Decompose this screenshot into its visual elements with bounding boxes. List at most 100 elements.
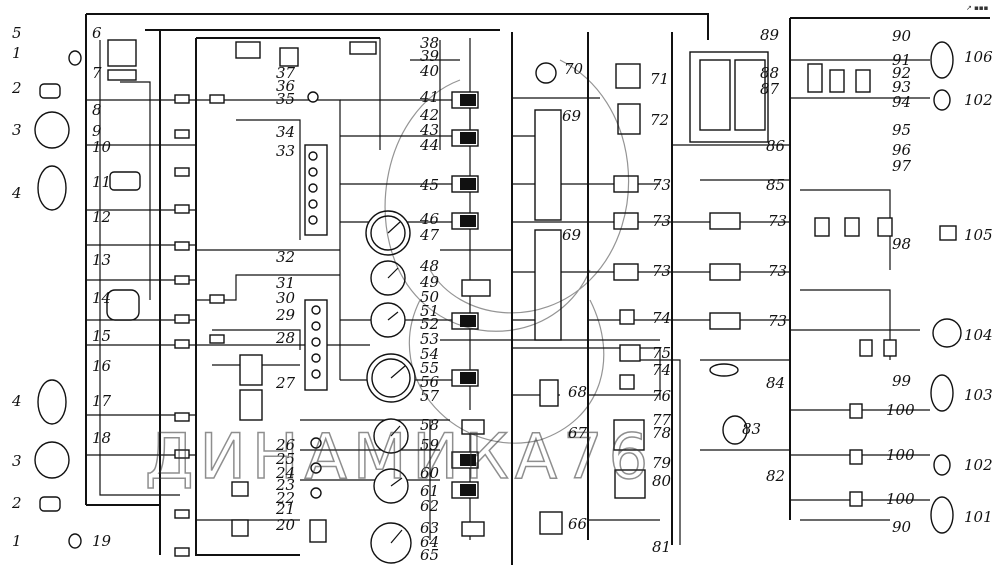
- callout-label-70: 70: [564, 60, 584, 78]
- watermark-swirl: [384, 59, 630, 444]
- callout-label-14: 14: [92, 289, 111, 307]
- callout-label-91: 91: [892, 51, 911, 69]
- callout-label-76: 76: [652, 387, 672, 405]
- callout-label-8: 8: [92, 101, 102, 119]
- callout-label-79: 79: [652, 454, 672, 472]
- callout-label-71: 71: [650, 70, 669, 88]
- callout-label-19: 19: [92, 532, 112, 550]
- callout-label-100-3: 100: [886, 490, 915, 508]
- callout-label-49: 49: [419, 273, 440, 291]
- callout-label-98: 98: [892, 235, 911, 253]
- callout-label-53: 53: [420, 330, 439, 348]
- callout-label-9: 9: [92, 122, 102, 140]
- callout-label-4: 4: [11, 184, 22, 202]
- connector-dots: [307, 91, 322, 499]
- callout-label-62: 62: [420, 497, 439, 515]
- callout-label-21: 21: [275, 500, 295, 518]
- callout-label-61: 61: [420, 482, 439, 500]
- callout-label-55: 55: [420, 359, 439, 377]
- callout-label-57: 57: [420, 387, 440, 405]
- callout-label-52: 52: [420, 315, 439, 333]
- callout-label-84: 84: [766, 374, 785, 392]
- callout-label-69: 69: [562, 107, 582, 125]
- callout-label-72: 72: [650, 111, 669, 129]
- gauges: [365, 210, 416, 564]
- callout-label-100-2: 100: [886, 446, 915, 464]
- callout-label-74: 74: [652, 309, 671, 327]
- callout-label-73-4: 73: [768, 212, 787, 230]
- connector-blocks: [174, 51, 769, 557]
- callout-label-13: 13: [92, 251, 111, 269]
- callout-label-38: 38: [420, 34, 439, 52]
- callout-label-64: 64: [420, 533, 439, 551]
- callout-label-20: 20: [275, 516, 296, 534]
- callout-label-86: 86: [766, 137, 786, 155]
- callout-label-48: 48: [419, 257, 439, 275]
- callout-label-43: 43: [419, 121, 439, 139]
- callout-label-24: 24: [275, 464, 295, 482]
- callout-label-4-2: 4: [11, 392, 22, 410]
- callout-label-11: 11: [92, 173, 111, 191]
- callout-label-50: 50: [420, 288, 440, 306]
- callout-label-10: 10: [92, 138, 112, 156]
- callout-label-40: 40: [419, 62, 440, 80]
- callout-label-93: 93: [892, 78, 911, 96]
- callout-label-23: 23: [275, 476, 295, 494]
- callout-label-73-5: 73: [768, 262, 787, 280]
- callout-label-85: 85: [766, 176, 785, 194]
- callout-label-78: 78: [652, 424, 671, 442]
- callout-label-60: 60: [420, 464, 440, 482]
- callout-label-12: 12: [92, 208, 111, 226]
- callout-label-89: 89: [760, 26, 780, 44]
- callout-label-32: 32: [276, 248, 295, 266]
- callout-label-37: 37: [276, 64, 296, 82]
- callout-label-5: 5: [12, 24, 22, 42]
- callout-label-102-2: 102: [964, 456, 993, 474]
- callout-label-80: 80: [652, 472, 672, 490]
- callout-label-59: 59: [420, 436, 440, 454]
- callout-label-28: 28: [275, 329, 295, 347]
- lamps: [34, 39, 962, 549]
- callout-label-96: 96: [892, 141, 912, 159]
- callout-label-73-6: 73: [768, 312, 787, 330]
- callout-label-58: 58: [420, 416, 439, 434]
- callout-label-25: 25: [275, 450, 295, 468]
- callout-label-26: 26: [275, 436, 296, 454]
- callout-label-30: 30: [276, 289, 296, 307]
- callout-label-106: 106: [964, 48, 993, 66]
- callout-label-41: 41: [419, 88, 439, 106]
- callout-label-103: 103: [964, 386, 993, 404]
- callout-label-73-3: 73: [652, 262, 671, 280]
- callout-label-7: 7: [92, 64, 102, 82]
- callout-label-69-2: 69: [562, 226, 582, 244]
- callout-label-31: 31: [276, 274, 295, 292]
- callout-label-99: 99: [892, 372, 912, 390]
- callout-label-87: 87: [760, 80, 780, 98]
- callout-label-6: 6: [92, 24, 102, 42]
- callout-label-56: 56: [420, 373, 440, 391]
- callout-label-1-2: 1: [12, 532, 22, 550]
- callout-label-75: 75: [652, 344, 671, 362]
- callout-label-65: 65: [420, 546, 439, 564]
- callout-label-66: 66: [568, 515, 588, 533]
- callout-label-47: 47: [419, 226, 440, 244]
- callout-label-36: 36: [276, 77, 296, 95]
- callout-label-63: 63: [420, 519, 439, 537]
- callout-label-94: 94: [892, 93, 911, 111]
- callout-label-68: 68: [568, 383, 587, 401]
- callout-label-92: 92: [892, 64, 911, 82]
- callout-label-17: 17: [92, 392, 112, 410]
- callout-label-44: 44: [419, 136, 439, 154]
- callout-label-82: 82: [766, 467, 785, 485]
- callout-label-73: 73: [652, 176, 671, 194]
- callout-label-88: 88: [760, 64, 779, 82]
- callout-label-45: 45: [419, 176, 439, 194]
- callout-label-95: 95: [892, 121, 911, 139]
- callout-label-22: 22: [275, 489, 295, 507]
- callout-label-97: 97: [892, 157, 912, 175]
- callout-label-3: 3: [12, 121, 22, 139]
- callout-label-74-2: 74: [652, 361, 671, 379]
- callout-label-83: 83: [742, 420, 761, 438]
